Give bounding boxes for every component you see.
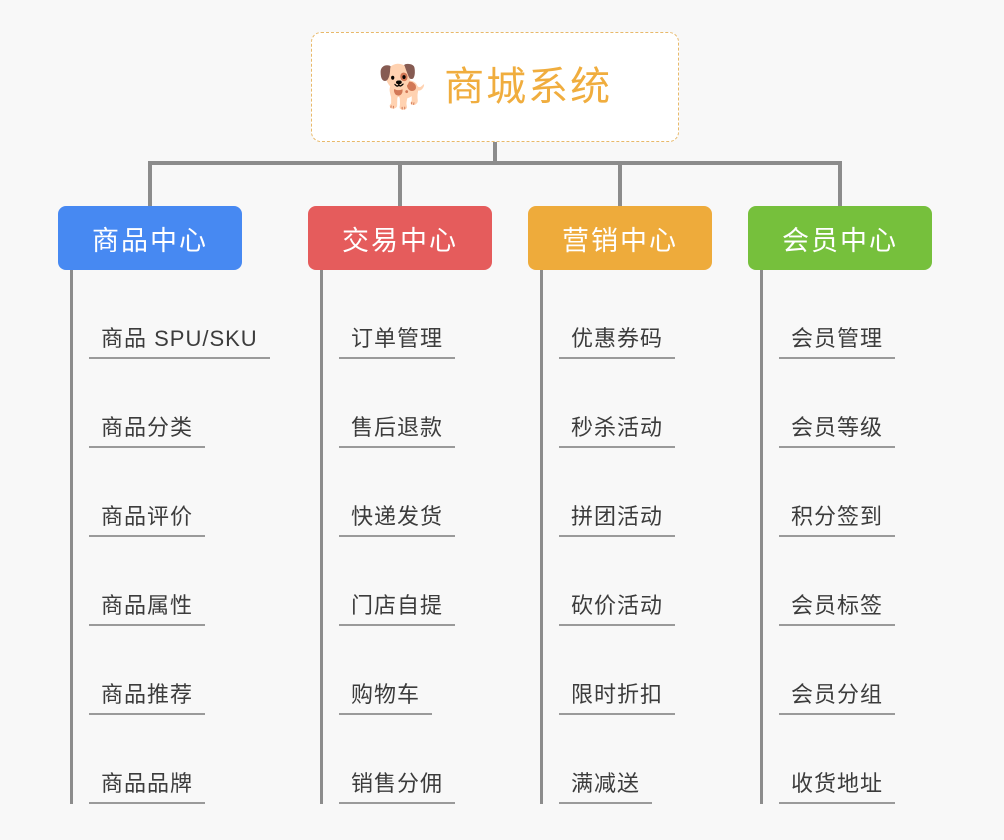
connector-horizontal-bus — [148, 161, 840, 165]
root-node-title: 商城系统 — [444, 65, 613, 109]
list-item[interactable]: 商品评价 — [89, 448, 242, 537]
shiba-dog-face-icon: 🐕 — [377, 63, 431, 110]
list-item[interactable]: 商品推荐 — [89, 626, 242, 715]
list-item[interactable]: 收货地址 — [779, 715, 932, 804]
leaf-item-label: 商品评价 — [89, 504, 206, 537]
list-item[interactable]: 商品 SPU/SKU — [89, 270, 270, 359]
category-header-4[interactable]: 会员中心 — [748, 206, 932, 270]
list-item[interactable]: 会员分组 — [779, 626, 932, 715]
leaf-item-label: 优惠券码 — [559, 326, 676, 359]
leaf-item-label: 购物车 — [339, 682, 433, 715]
list-item[interactable]: 砍价活动 — [559, 537, 712, 626]
list-item[interactable]: 订单管理 — [339, 270, 492, 359]
category-header-2[interactable]: 交易中心 — [308, 206, 492, 270]
list-item[interactable]: 积分签到 — [779, 448, 932, 537]
leaf-item-label: 门店自提 — [339, 593, 456, 626]
leaf-item-label: 商品品牌 — [89, 771, 206, 804]
leaf-item-label: 会员等级 — [779, 415, 896, 448]
connector-drop-1 — [148, 161, 152, 208]
leaf-item-label: 商品分类 — [89, 415, 206, 448]
connector-drop-4 — [838, 161, 842, 208]
category-column-2: 交易中心订单管理售后退款快递发货门店自提购物车销售分佣 — [308, 206, 492, 804]
list-item[interactable]: 商品分类 — [89, 359, 242, 448]
list-item[interactable]: 商品属性 — [89, 537, 242, 626]
leaf-item-label: 销售分佣 — [339, 771, 456, 804]
category-column-3: 营销中心优惠券码秒杀活动拼团活动砍价活动限时折扣满减送 — [528, 206, 712, 804]
leaf-item-label: 拼团活动 — [559, 504, 676, 537]
list-item[interactable]: 快递发货 — [339, 448, 492, 537]
category-column-4: 会员中心会员管理会员等级积分签到会员标签会员分组收货地址 — [748, 206, 932, 804]
leaf-item-label: 限时折扣 — [559, 682, 676, 715]
leaf-item-label: 商品推荐 — [89, 682, 206, 715]
list-item[interactable]: 会员管理 — [779, 270, 932, 359]
leaf-item-label: 快递发货 — [339, 504, 456, 537]
leaf-item-label: 订单管理 — [339, 326, 456, 359]
list-item[interactable]: 会员等级 — [779, 359, 932, 448]
category-header-3[interactable]: 营销中心 — [528, 206, 712, 270]
leaf-item-label: 会员分组 — [779, 682, 896, 715]
leaf-list-4: 会员管理会员等级积分签到会员标签会员分组收货地址 — [760, 270, 932, 804]
leaf-item-label: 商品 SPU/SKU — [89, 326, 270, 359]
list-item[interactable]: 优惠券码 — [559, 270, 712, 359]
connector-root-stem — [493, 142, 497, 164]
connector-drop-3 — [618, 161, 622, 208]
root-node-shopping-mall-system[interactable]: 🐕 商城系统 — [311, 32, 679, 142]
leaf-item-label: 商品属性 — [89, 593, 206, 626]
list-item[interactable]: 限时折扣 — [559, 626, 712, 715]
list-item[interactable]: 拼团活动 — [559, 448, 712, 537]
leaf-item-label: 满减送 — [559, 771, 653, 804]
list-item[interactable]: 销售分佣 — [339, 715, 492, 804]
leaf-item-label: 收货地址 — [779, 771, 896, 804]
leaf-list-1: 商品 SPU/SKU 商品分类商品评价商品属性商品推荐商品品牌 — [70, 270, 270, 804]
leaf-list-3: 优惠券码秒杀活动拼团活动砍价活动限时折扣满减送 — [540, 270, 712, 804]
list-item[interactable]: 商品品牌 — [89, 715, 242, 804]
list-item[interactable]: 秒杀活动 — [559, 359, 712, 448]
list-item[interactable]: 门店自提 — [339, 537, 492, 626]
leaf-list-2: 订单管理售后退款快递发货门店自提购物车销售分佣 — [320, 270, 492, 804]
leaf-item-label: 会员标签 — [779, 593, 896, 626]
category-header-1[interactable]: 商品中心 — [58, 206, 242, 270]
list-item[interactable]: 购物车 — [339, 626, 492, 715]
leaf-item-label: 会员管理 — [779, 326, 896, 359]
list-item[interactable]: 售后退款 — [339, 359, 492, 448]
list-item[interactable]: 满减送 — [559, 715, 712, 804]
category-column-1: 商品中心商品 SPU/SKU 商品分类商品评价商品属性商品推荐商品品牌 — [58, 206, 270, 804]
list-item[interactable]: 会员标签 — [779, 537, 932, 626]
leaf-item-label: 积分签到 — [779, 504, 896, 537]
leaf-item-label: 秒杀活动 — [559, 415, 676, 448]
leaf-item-label: 砍价活动 — [559, 593, 676, 626]
connector-drop-2 — [398, 161, 402, 208]
leaf-item-label: 售后退款 — [339, 415, 456, 448]
